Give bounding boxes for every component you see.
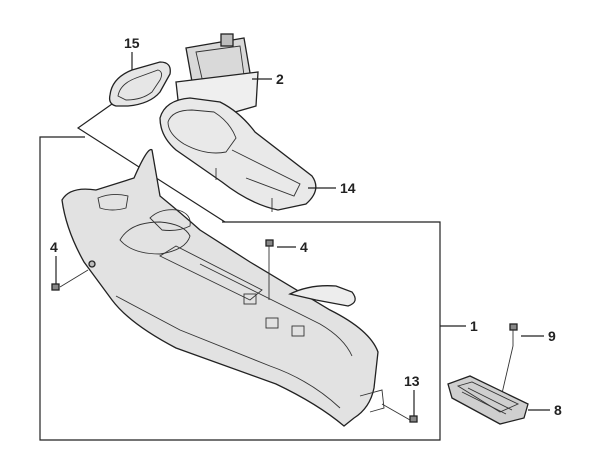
label-part-13: 13 bbox=[404, 373, 420, 389]
label-part-1: 1 bbox=[470, 318, 478, 334]
label-part-8: 8 bbox=[554, 402, 562, 418]
part-15-grip-cover bbox=[76, 52, 226, 223]
label-part-9: 9 bbox=[548, 328, 556, 344]
part-8-storage-tray bbox=[447, 375, 550, 425]
label-part-15: 15 bbox=[124, 35, 140, 51]
label-part-2: 2 bbox=[276, 71, 284, 87]
label-part-4-left: 4 bbox=[50, 239, 58, 255]
part-2-shift-boot bbox=[175, 33, 272, 119]
part-13-screw bbox=[381, 390, 418, 423]
part-4-screw-middle bbox=[265, 239, 296, 300]
part-9-screw bbox=[499, 323, 544, 403]
label-part-4-middle: 4 bbox=[300, 239, 308, 255]
label-part-14: 14 bbox=[340, 180, 356, 196]
assembly-frame bbox=[39, 136, 466, 441]
part-1-center-console bbox=[61, 148, 385, 427]
part-14-shift-bezel bbox=[159, 97, 336, 212]
part-4-screw-left bbox=[51, 256, 96, 291]
